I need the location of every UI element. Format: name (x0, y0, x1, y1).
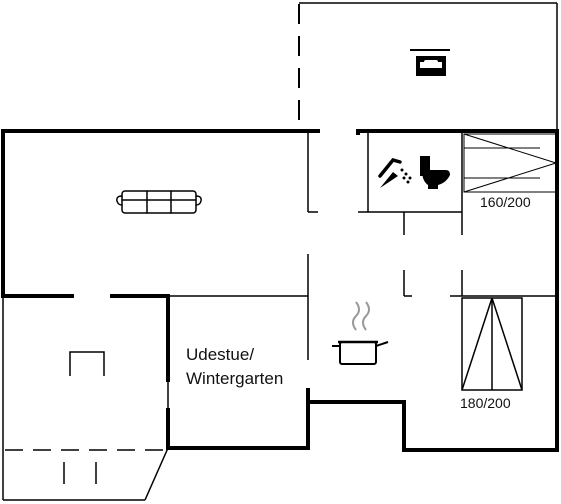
double-bed-icon (461, 297, 523, 391)
bench-icon (63, 462, 97, 484)
car-icon (410, 49, 450, 76)
room-label-line2: Wintergarten (186, 369, 283, 388)
bunk-bed-lines (463, 133, 557, 193)
sofa-icon (116, 190, 202, 214)
table-icon (69, 351, 105, 376)
interior-walls (2, 131, 557, 501)
carport-outline (298, 2, 558, 130)
room-label-line1: Udestue/ (186, 345, 254, 364)
exterior-walls (1, 129, 559, 452)
bed-size-label-large: 180/200 (460, 395, 511, 411)
toilet-icon (420, 156, 450, 189)
shower-icon (378, 158, 412, 188)
bed-size-label-small: 160/200 (480, 194, 531, 210)
cooking-pot-icon (332, 301, 389, 365)
